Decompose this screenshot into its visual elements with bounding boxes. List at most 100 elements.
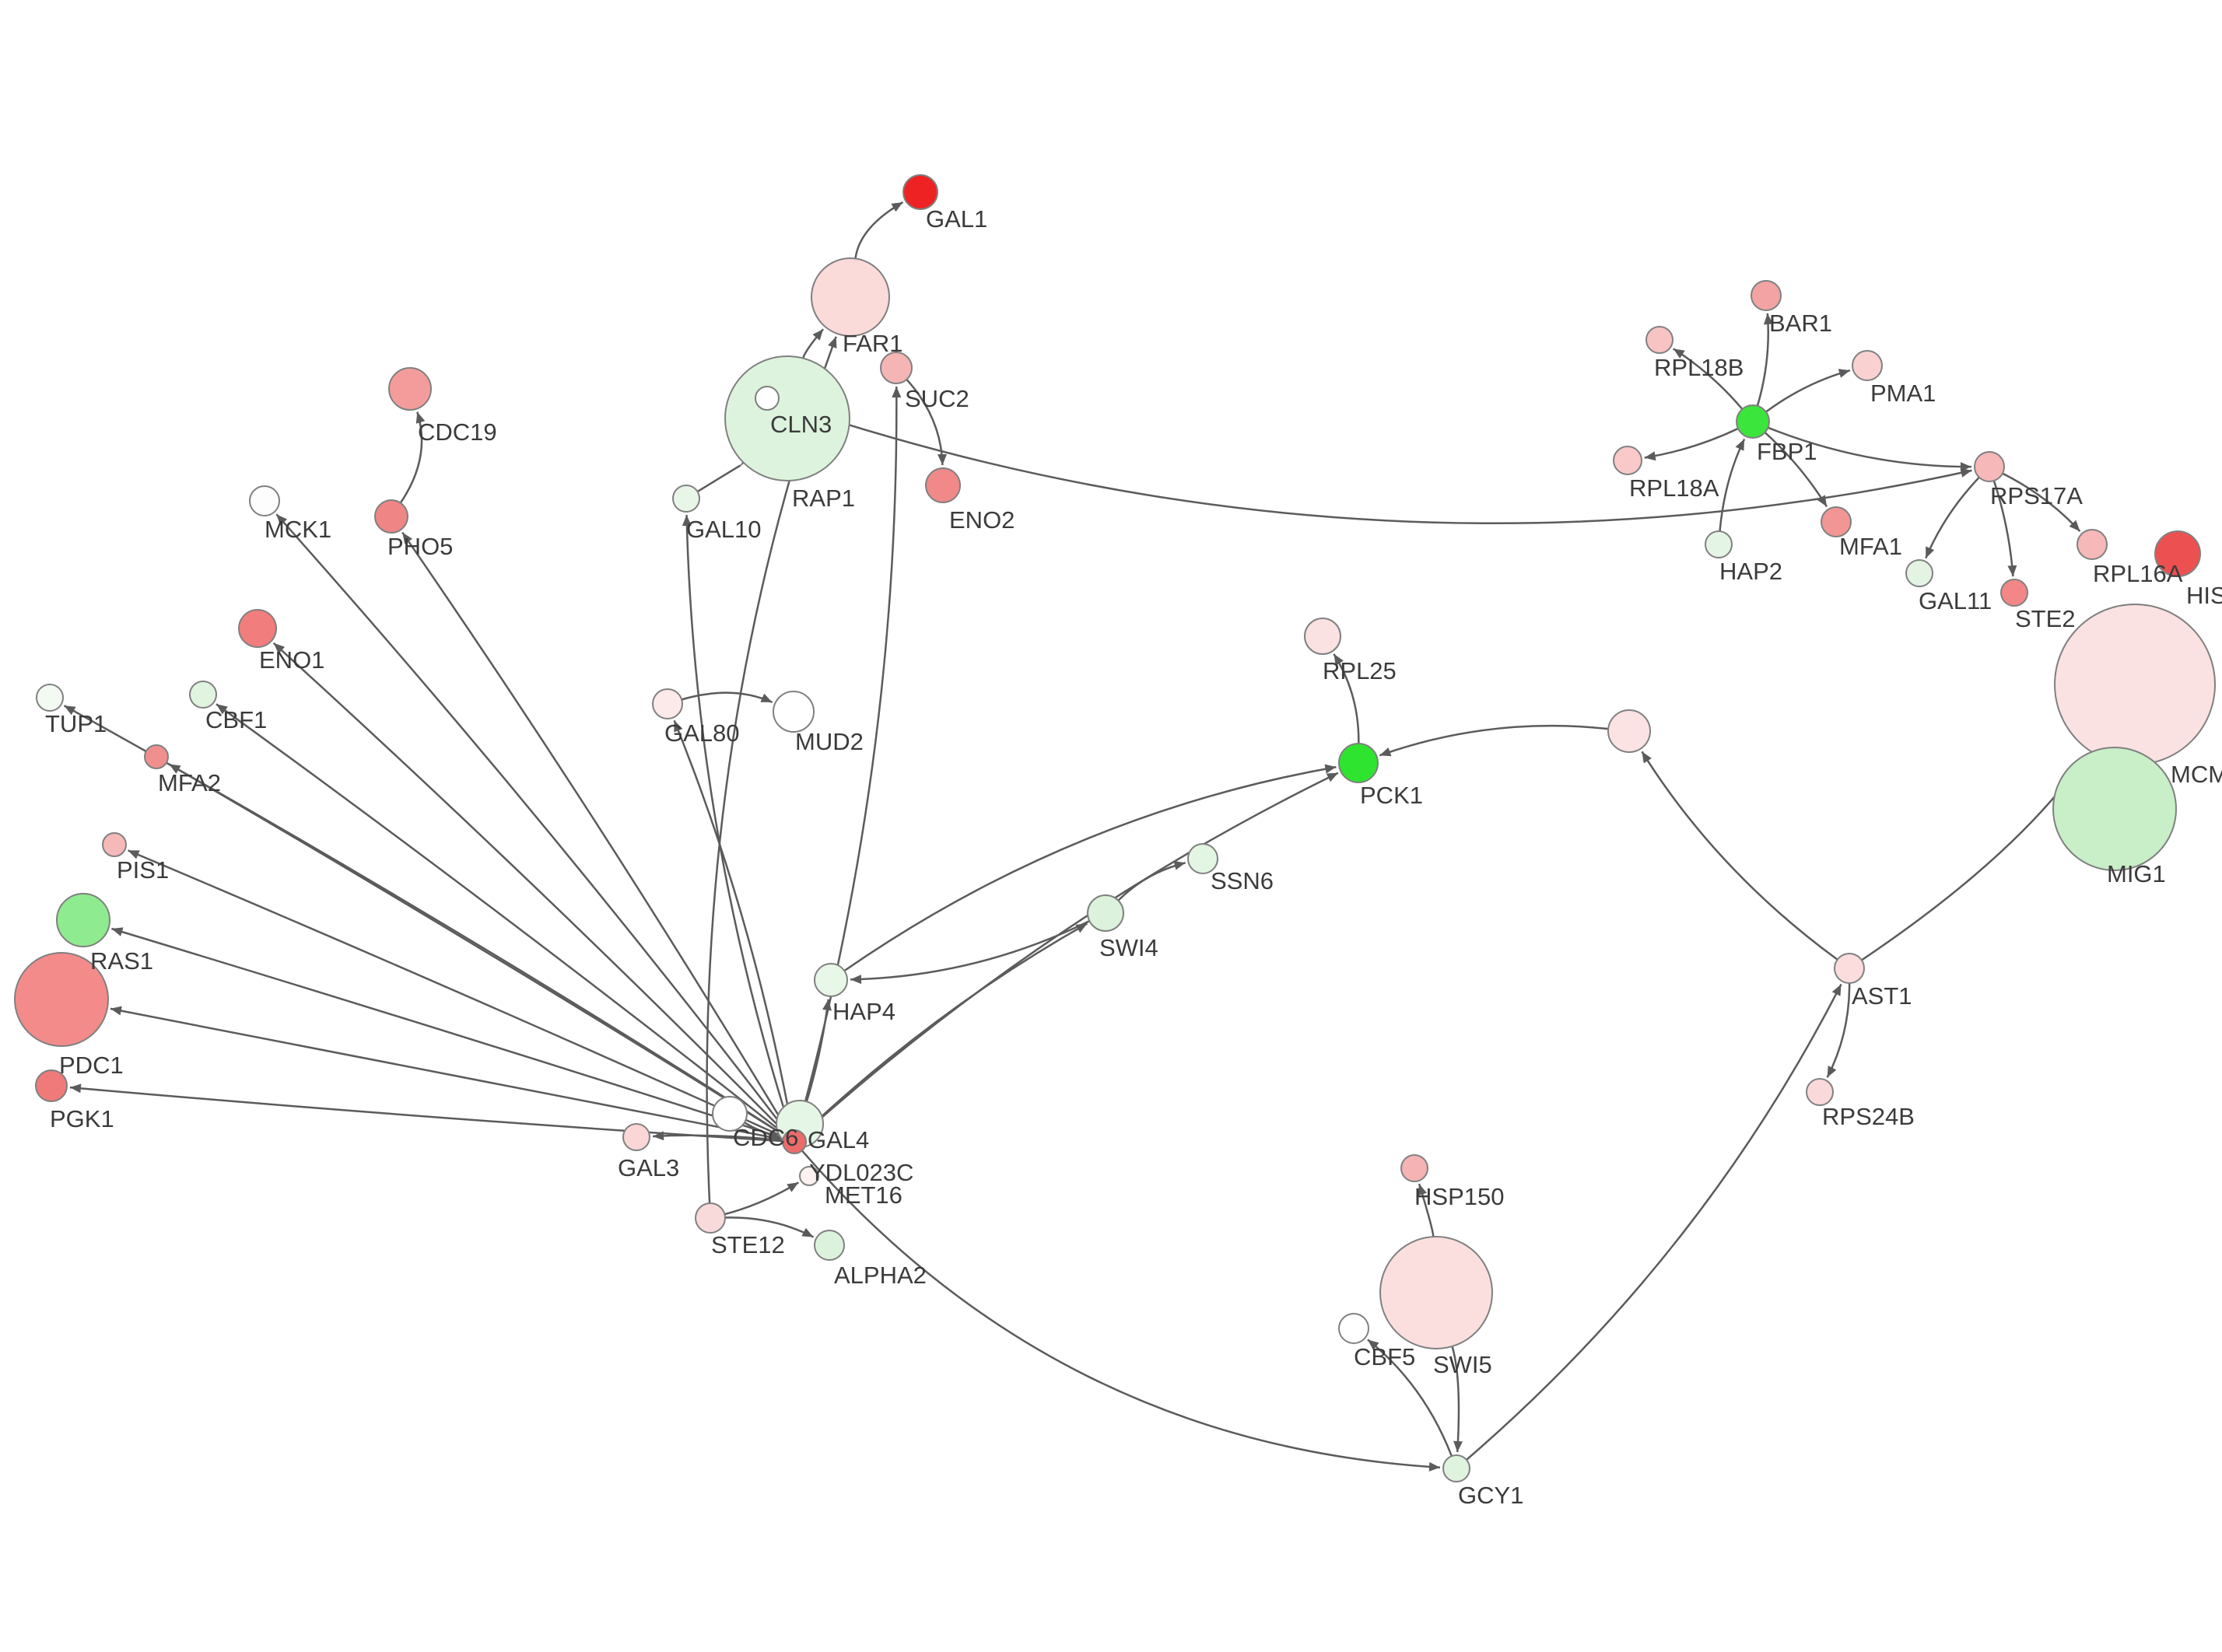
- edge-rps17a-gal11[interactable]: [1925, 476, 1980, 559]
- edge-fbp1-pma1[interactable]: [1765, 369, 1851, 413]
- edge-hap4-pck1[interactable]: [843, 764, 1337, 972]
- edge-pck1-rpl25[interactable]: [1333, 653, 1360, 744]
- edge-gal4-gal80[interactable]: [673, 719, 794, 1131]
- edge-gal4-gal10[interactable]: [682, 514, 792, 1132]
- edge-gal4-pdc1[interactable]: [110, 1006, 783, 1141]
- edge-gal4-cbf1[interactable]: [216, 703, 786, 1136]
- node-fbp1[interactable]: [1736, 404, 1770, 439]
- node-cbf1[interactable]: [189, 681, 217, 709]
- node-tup1[interactable]: [36, 684, 64, 712]
- edge-ast1-mcm1[interactable]: [1861, 752, 2089, 961]
- edge-fbp1-rpl18a[interactable]: [1644, 427, 1739, 461]
- node-gal10[interactable]: [672, 485, 700, 513]
- node-rpl25[interactable]: [1304, 618, 1341, 655]
- edge-ydl023c-hap4[interactable]: [805, 999, 832, 1102]
- edge-gal4-ras1[interactable]: [111, 927, 784, 1139]
- node-rpl16a[interactable]: [2077, 529, 2108, 560]
- edge-rps17a-rpl16a[interactable]: [2002, 472, 2081, 532]
- edge-gal4-pck1[interactable]: [802, 772, 1339, 1135]
- edge-swi5-hsp150[interactable]: [1418, 1183, 1435, 1237]
- node-gal11[interactable]: [1905, 559, 1933, 587]
- node-eno2[interactable]: [925, 467, 961, 503]
- edge-hap2-fbp1[interactable]: [1719, 438, 1746, 532]
- node-gcy1[interactable]: [1442, 1454, 1470, 1482]
- edge-gal4-gcy1[interactable]: [801, 1150, 1441, 1472]
- edge-gal80-mud2[interactable]: [681, 691, 773, 704]
- edge-gal4-pis1[interactable]: [128, 849, 784, 1138]
- node-cbf5[interactable]: [1338, 1313, 1369, 1344]
- node-ssn6[interactable]: [1187, 843, 1218, 874]
- node-rps24b[interactable]: [1806, 1078, 1834, 1106]
- node-pis1[interactable]: [102, 832, 127, 857]
- node-mck1[interactable]: [249, 485, 280, 516]
- edge-gal4-mfa2[interactable]: [168, 763, 785, 1137]
- edge-rps17a-ste2[interactable]: [1992, 480, 2017, 577]
- node-node_x[interactable]: [1607, 709, 1651, 753]
- node-bar1[interactable]: [1751, 280, 1782, 311]
- edge-gal4-eno1[interactable]: [272, 642, 787, 1135]
- edge-swi5-gcy1[interactable]: [1451, 1346, 1463, 1453]
- edge-ste12-alpha2[interactable]: [724, 1216, 815, 1238]
- edge-swi4-ssn6[interactable]: [1117, 860, 1186, 901]
- edge-fbp1-mfa1[interactable]: [1764, 432, 1828, 508]
- node-hap4[interactable]: [814, 963, 848, 997]
- node-rpl18a[interactable]: [1613, 446, 1642, 475]
- node-cln3[interactable]: [724, 355, 850, 481]
- edge-gcy1-cbf5[interactable]: [1367, 1339, 1453, 1457]
- node-cdc6[interactable]: [712, 1096, 748, 1132]
- node-mig1[interactable]: [2052, 747, 2177, 871]
- node-eno1[interactable]: [238, 609, 277, 648]
- node-rpl18b[interactable]: [1645, 326, 1674, 354]
- node-pgk1[interactable]: [35, 1069, 68, 1102]
- node-ras1[interactable]: [56, 893, 110, 947]
- edge-ste12-met16[interactable]: [724, 1181, 799, 1216]
- node-pdc1[interactable]: [14, 952, 109, 1047]
- edge-ast1-rps24b[interactable]: [1826, 982, 1851, 1078]
- edge-swi4-hap4[interactable]: [850, 919, 1090, 985]
- edge-ast1-node_x[interactable]: [1641, 751, 1838, 961]
- edge-gal4-gal3[interactable]: [652, 1131, 783, 1142]
- node-mud2[interactable]: [773, 691, 815, 733]
- edge-gal4-pho5[interactable]: [401, 531, 790, 1132]
- edge-gcy1-ast1[interactable]: [1466, 983, 1842, 1461]
- edge-pho5-cdc19[interactable]: [399, 411, 426, 504]
- node-pma1[interactable]: [1852, 350, 1883, 381]
- node-hsp150[interactable]: [1400, 1154, 1428, 1182]
- edge-fbp1-rpl18b[interactable]: [1673, 348, 1744, 410]
- edge-cln3-far1[interactable]: [801, 328, 825, 359]
- node-suc2[interactable]: [880, 352, 913, 384]
- edge-suc2-eno2[interactable]: [906, 379, 948, 466]
- edge-gal4-mck1[interactable]: [275, 513, 788, 1133]
- node-rap1[interactable]: [755, 386, 780, 411]
- node-ste12[interactable]: [695, 1202, 726, 1234]
- node-met16[interactable]: [799, 1166, 819, 1186]
- node-swi5[interactable]: [1379, 1236, 1493, 1349]
- node-swi4[interactable]: [1087, 894, 1124, 932]
- edge-rap1-rps17a[interactable]: [777, 401, 1972, 525]
- node-cdc19[interactable]: [388, 367, 432, 411]
- node-far1[interactable]: [811, 257, 890, 337]
- node-gal1[interactable]: [902, 174, 938, 210]
- node-his4[interactable]: [2154, 530, 2201, 577]
- edge-far1-gal1[interactable]: [854, 201, 904, 259]
- edge-cdc6-gal4[interactable]: [744, 1122, 781, 1139]
- node-rps17a[interactable]: [1974, 451, 2005, 482]
- node-pck1[interactable]: [1338, 743, 1379, 783]
- edge-gal4-pgk1[interactable]: [69, 1083, 783, 1143]
- edge-fbp1-bar1[interactable]: [1756, 313, 1773, 407]
- edge-node_x-pck1[interactable]: [1379, 724, 1609, 757]
- node-ast1[interactable]: [1834, 953, 1865, 984]
- node-ste2[interactable]: [2000, 579, 2028, 607]
- node-gal80[interactable]: [652, 688, 683, 719]
- node-mfa2[interactable]: [144, 744, 169, 769]
- node-mcm1[interactable]: [2054, 604, 2216, 765]
- node-hap2[interactable]: [1705, 530, 1733, 558]
- edge-gal4-swi4[interactable]: [802, 922, 1088, 1135]
- node-mfa1[interactable]: [1821, 506, 1852, 537]
- node-pho5[interactable]: [374, 499, 408, 534]
- edge-gal10-cln3[interactable]: [696, 453, 752, 493]
- edge-fbp1-rps17a[interactable]: [1768, 426, 1972, 472]
- node-alpha2[interactable]: [814, 1230, 845, 1261]
- node-gal4[interactable]: [782, 1129, 807, 1154]
